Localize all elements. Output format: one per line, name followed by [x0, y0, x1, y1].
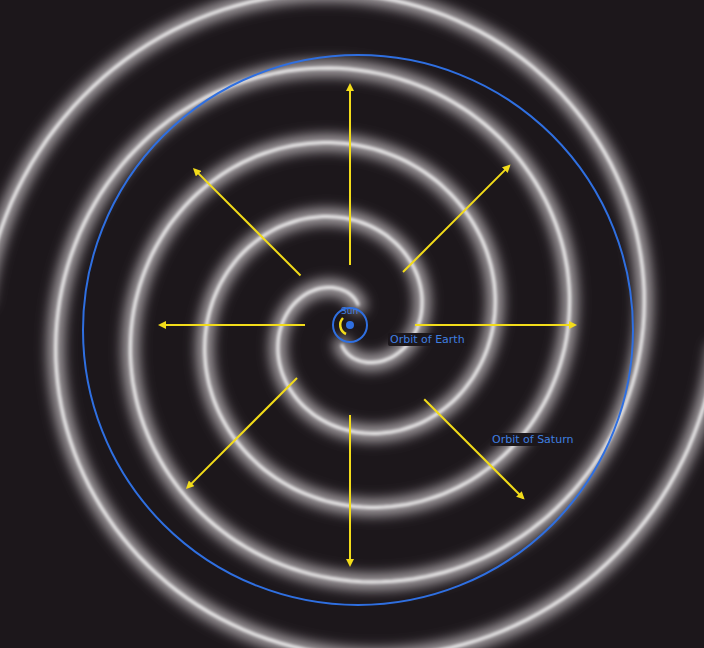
saturn-orbit — [83, 55, 633, 605]
outflow-arrow — [403, 166, 509, 272]
orbit-label: Orbit of Earth — [388, 333, 467, 346]
outflow-arrow — [194, 169, 300, 275]
sun-dot — [346, 321, 354, 329]
outflow-arrow — [349, 85, 351, 265]
outflow-arrows — [160, 85, 575, 565]
orbit-label: Orbit of Saturn — [490, 433, 575, 446]
rotation-arrow — [340, 318, 346, 334]
sun-label: Sun — [339, 305, 360, 318]
outflow-arrow — [160, 324, 305, 326]
outflow-arrow — [187, 378, 297, 488]
outflow-arrow — [349, 415, 351, 565]
spiral-arm — [56, 68, 704, 648]
outflow-arrow — [424, 399, 523, 498]
spiral-arm — [56, 68, 704, 648]
outflow-arrow — [415, 324, 575, 326]
spiral-arm — [56, 68, 704, 648]
